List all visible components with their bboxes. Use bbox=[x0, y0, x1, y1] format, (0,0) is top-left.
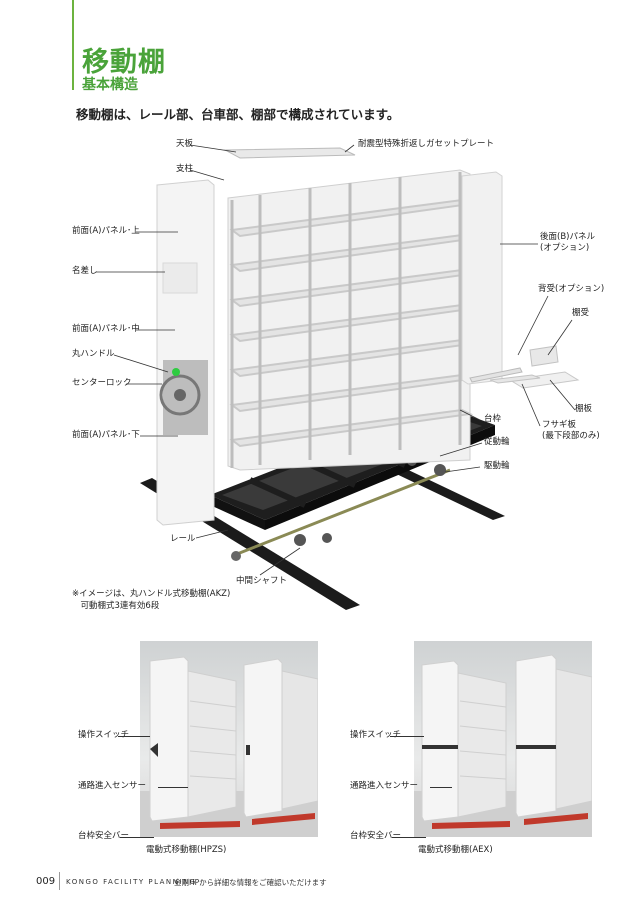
label-fusagi: フサギ板 (最下段部のみ) bbox=[542, 420, 600, 441]
photo1-sensor-leader bbox=[158, 787, 188, 788]
label-nafuda: 名差し bbox=[72, 266, 98, 276]
label-front-lower: 前面(A)パネル･下 bbox=[72, 430, 140, 440]
footer-separator bbox=[59, 872, 60, 890]
label-kudourin: 駆動輪 bbox=[484, 461, 510, 471]
label-shaft: 中間シャフト bbox=[236, 576, 288, 586]
photo1-bar-leader bbox=[120, 837, 154, 838]
label-judourin: 従動輪 bbox=[484, 437, 510, 447]
photo2-bar-label: 台枠安全バー bbox=[350, 831, 402, 841]
photo2-sensor-leader bbox=[430, 787, 452, 788]
photo-hpzs bbox=[140, 641, 318, 837]
label-shichu: 支柱 bbox=[176, 164, 194, 174]
label-front-middle: 前面(A)パネル･中 bbox=[72, 324, 140, 334]
footer-brand: KONGO FACILITY PLANNING bbox=[66, 878, 197, 886]
photo1-switch-label: 操作スイッチ bbox=[78, 730, 130, 740]
label-tanaita: 棚板 bbox=[575, 404, 593, 414]
photo1-bar-label: 台枠安全バー bbox=[78, 831, 130, 841]
label-tenban: 天板 bbox=[176, 139, 194, 149]
lead-text: 移動棚は、レール部、台車部、棚部で構成されています。 bbox=[76, 107, 400, 122]
photo2-bar-leader bbox=[392, 837, 426, 838]
photo2-caption: 電動式移動棚(AEX) bbox=[418, 845, 493, 855]
label-maru-handle: 丸ハンドル bbox=[72, 349, 115, 359]
photo1-sensor-label: 通路進入センサー bbox=[78, 781, 147, 791]
photo2-switch-label: 操作スイッチ bbox=[350, 730, 402, 740]
exploded-diagram bbox=[96, 144, 580, 610]
shelving-illustration bbox=[223, 147, 474, 471]
page-title: 移動棚 bbox=[82, 47, 166, 78]
label-rail: レール bbox=[170, 534, 196, 544]
photo2-sensor-label: 通路進入センサー bbox=[350, 781, 419, 791]
header-accent-line bbox=[72, 0, 74, 90]
front-panel-illustration bbox=[156, 179, 215, 526]
footer-note: 金剛HPから詳細な情報をご確認いただけます bbox=[174, 878, 327, 887]
label-gusset: 耐震型特殊折返しガセットプレート bbox=[358, 139, 495, 149]
rear-panel-illustration bbox=[461, 171, 503, 385]
label-back-support: 背受(オプション) bbox=[538, 284, 605, 294]
photo-aex bbox=[414, 641, 592, 837]
label-rear-panel: 後面(B)パネル (オプション) bbox=[540, 232, 595, 253]
photo1-caption: 電動式移動棚(HPZS) bbox=[146, 845, 227, 855]
label-front-upper: 前面(A)パネル･上 bbox=[72, 226, 140, 236]
photo1-switch-leader bbox=[118, 736, 150, 737]
photo2-switch-leader bbox=[390, 736, 424, 737]
label-center-lock: センターロック bbox=[72, 378, 132, 388]
page-number: 009 bbox=[36, 876, 56, 887]
page-subtitle: 基本構造 bbox=[82, 77, 138, 93]
image-note: ※イメージは、丸ハンドル式移動棚(AKZ) 可動棚式3連有効6段 bbox=[72, 589, 231, 611]
label-daiwaku: 台枠 bbox=[484, 414, 502, 424]
label-tanauke: 棚受 bbox=[572, 308, 590, 318]
